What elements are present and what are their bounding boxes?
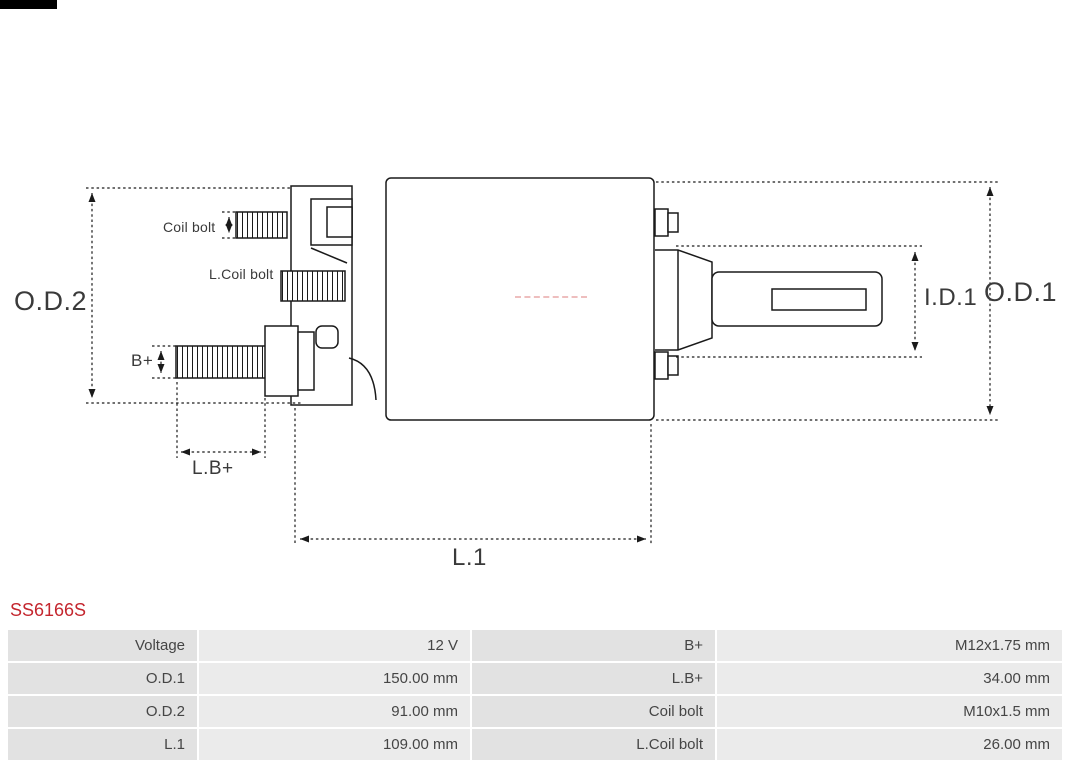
spec-label: L.1 — [8, 729, 197, 760]
solenoid-diagram-svg — [86, 177, 998, 544]
dim-label-lbplus: L.B+ — [192, 458, 234, 479]
spec-value: 34.00 mm — [717, 663, 1062, 694]
spec-table: Voltage 12 V B+ M12x1.75 mm O.D.1 150.00… — [8, 630, 1062, 760]
spec-value: 91.00 mm — [199, 696, 470, 727]
spec-label: Coil bolt — [472, 696, 715, 727]
dimension-lines — [86, 181, 998, 544]
part-outline — [175, 177, 883, 421]
watermark-dashes — [515, 296, 587, 298]
spec-label: L.Coil bolt — [472, 729, 715, 760]
dim-label-id1: I.D.1 — [924, 284, 978, 311]
spec-label: L.B+ — [472, 663, 715, 694]
solenoid-technical-drawing: O.D.2 O.D.1 I.D.1 L.1 L.B+ B+ Coil bolt … — [14, 177, 1058, 571]
dim-label-bplus: B+ — [131, 351, 154, 370]
spec-value: M12x1.75 mm — [717, 630, 1062, 661]
spec-value: 150.00 mm — [199, 663, 470, 694]
dim-label-l-coil-bolt: L.Coil bolt — [209, 266, 274, 282]
dim-label-od2: O.D.2 — [14, 286, 88, 316]
spec-label: Voltage — [8, 630, 197, 661]
spec-value: 109.00 mm — [199, 729, 470, 760]
spec-label: O.D.1 — [8, 663, 197, 694]
dim-label-od1: O.D.1 — [984, 277, 1058, 307]
product-code: SS6166S — [10, 600, 87, 620]
spec-value: 26.00 mm — [717, 729, 1062, 760]
spec-label: O.D.2 — [8, 696, 197, 727]
spec-label: B+ — [472, 630, 715, 661]
top-left-bar — [0, 0, 57, 9]
dim-label-l1: L.1 — [452, 544, 487, 571]
spec-value: 12 V — [199, 630, 470, 661]
spec-value: M10x1.5 mm — [717, 696, 1062, 727]
dim-label-coil-bolt: Coil bolt — [163, 219, 216, 235]
